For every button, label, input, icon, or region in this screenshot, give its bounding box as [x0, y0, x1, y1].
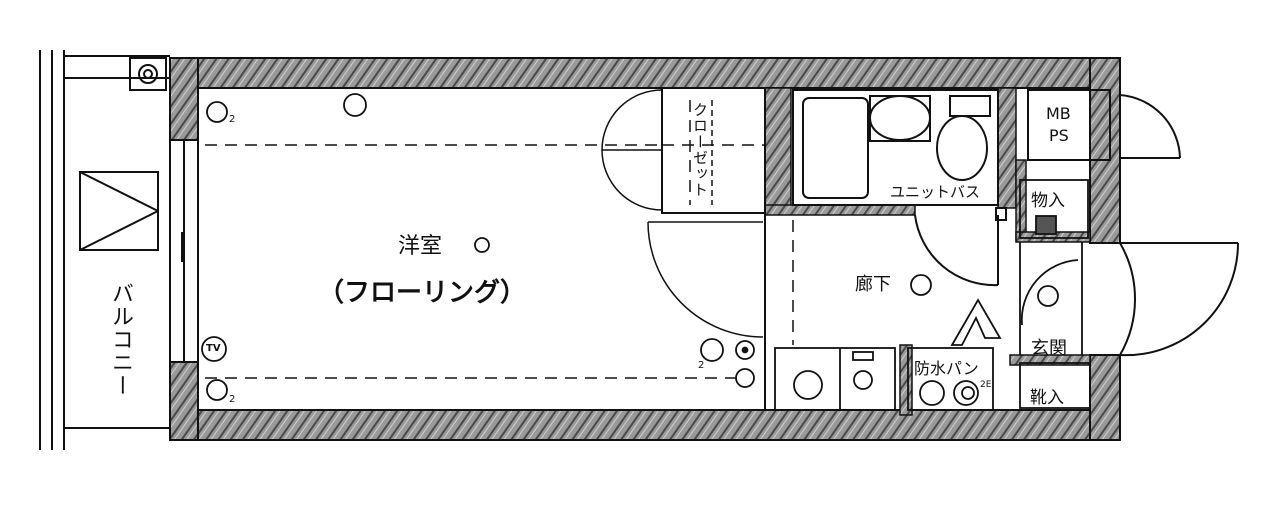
room-door[interactable]	[647, 221, 764, 338]
exterior-walls	[169, 57, 1121, 441]
light-icon	[735, 340, 755, 360]
outlet-count-label: 2	[229, 114, 236, 125]
mbps-label-2: PS	[1049, 126, 1069, 145]
waterproof-pan-label: 防水パン	[914, 359, 979, 378]
tv-outlet-icon	[201, 336, 227, 362]
closet-doors	[601, 89, 663, 211]
entrance-label: 玄関	[1031, 338, 1067, 359]
outlet-icon	[206, 101, 228, 123]
closet-label: クローゼット	[691, 102, 709, 198]
power-label: 2E	[980, 380, 992, 390]
room-outlines	[197, 87, 766, 411]
entrance-door[interactable]	[1119, 242, 1240, 357]
mbps-box	[1027, 89, 1181, 161]
flooring-label: （フローリング）	[318, 278, 527, 308]
kitchen-counter	[774, 298, 1002, 411]
shoe-cabinet-label: 靴入	[1030, 388, 1064, 408]
outlet-count-label: 2	[698, 360, 705, 371]
unit-bath-label: ユニットバス	[890, 183, 981, 201]
hallway-label: 廊下	[855, 274, 891, 295]
outlet-icon	[206, 379, 228, 401]
tv-outlet-label: TV	[206, 343, 221, 354]
entrance-area	[1019, 179, 1091, 409]
hall-light-icon	[910, 274, 932, 296]
outlet-icon	[700, 338, 724, 362]
balcony	[39, 50, 185, 450]
switch-icon	[735, 368, 755, 388]
light-icon	[343, 93, 367, 117]
balcony-label: バルコニー	[108, 282, 133, 397]
ceiling-light-icon	[474, 237, 490, 253]
mbps-label-1: MB	[1046, 104, 1071, 123]
storage-label: 物入	[1031, 191, 1065, 211]
outlet-count-label: 2	[229, 394, 236, 405]
unit-bath	[792, 89, 1007, 287]
western-room-label: 洋室	[398, 234, 443, 259]
ceiling-lines	[205, 100, 794, 379]
outlet-icon	[961, 386, 975, 400]
